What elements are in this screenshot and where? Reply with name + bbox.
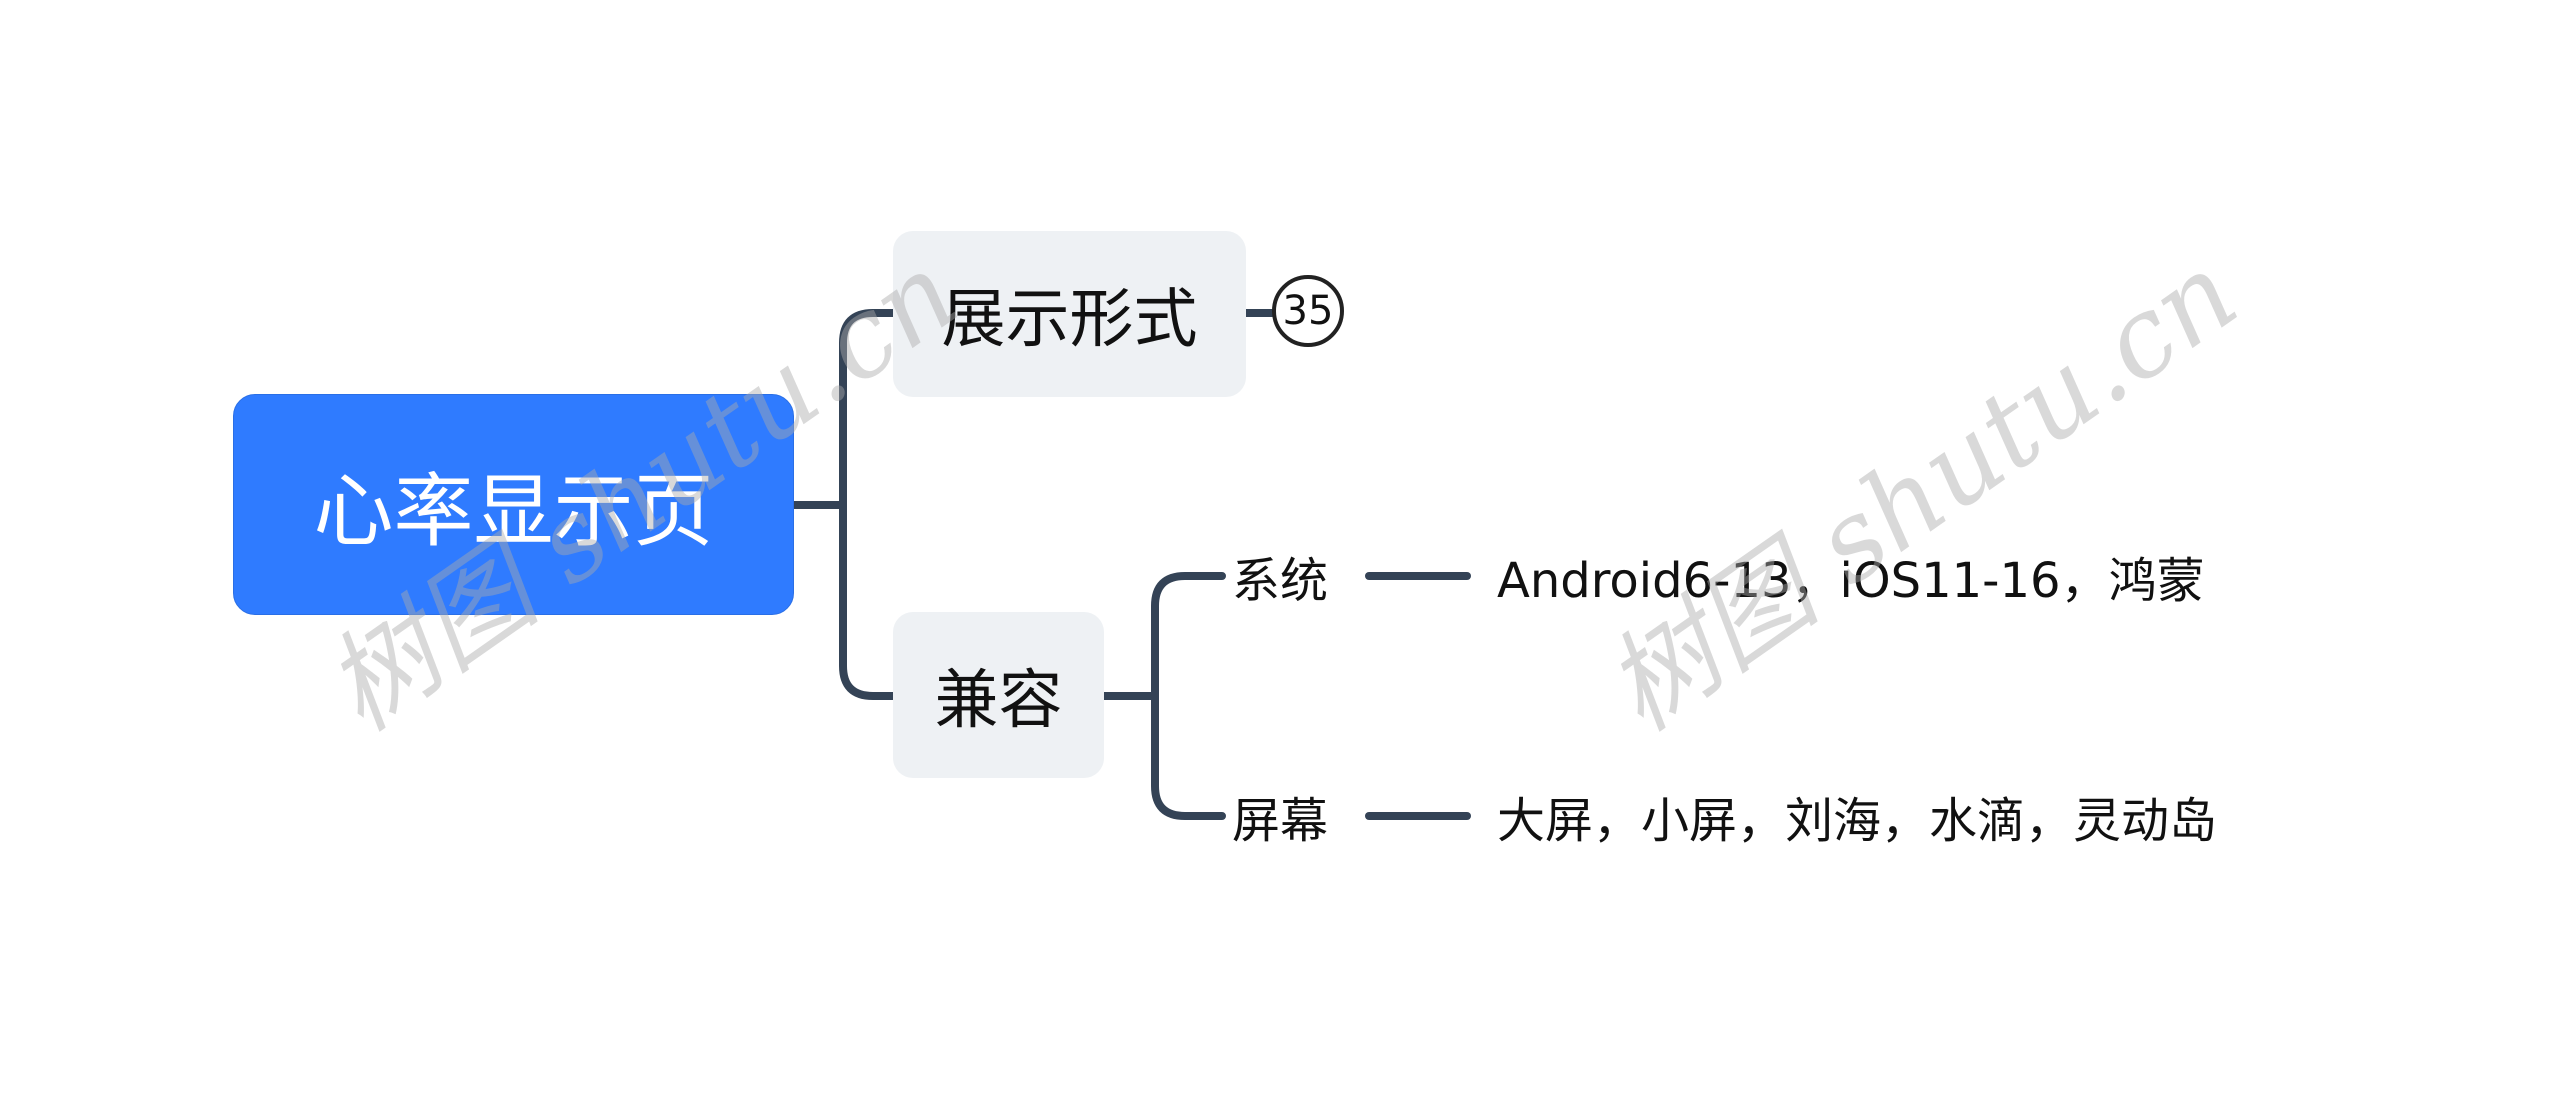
node-display-form-label: 展示形式 (941, 283, 1198, 357)
node-compatibility[interactable]: 兼容 (893, 612, 1104, 778)
node-display-form[interactable]: 展示形式 (893, 231, 1246, 397)
connector-to-display-form (839, 309, 897, 700)
root-label: 心率显示页 (313, 464, 714, 558)
connector-to-system-screen (1151, 572, 1226, 820)
node-system[interactable]: 系统 (1232, 553, 1329, 609)
node-screen[interactable]: 屏幕 (1232, 793, 1329, 849)
root-node[interactable]: 心率显示页 (233, 394, 794, 615)
node-screen-value[interactable]: 大屏，小屏，刘海，水滴，灵动岛 (1497, 793, 2218, 849)
count-badge-label: 35 (1282, 288, 1334, 334)
node-system-value[interactable]: Android6-13，iOS11-16，鸿蒙 (1497, 553, 2205, 609)
count-badge[interactable]: 35 (1272, 275, 1344, 347)
node-compatibility-label: 兼容 (934, 664, 1063, 738)
